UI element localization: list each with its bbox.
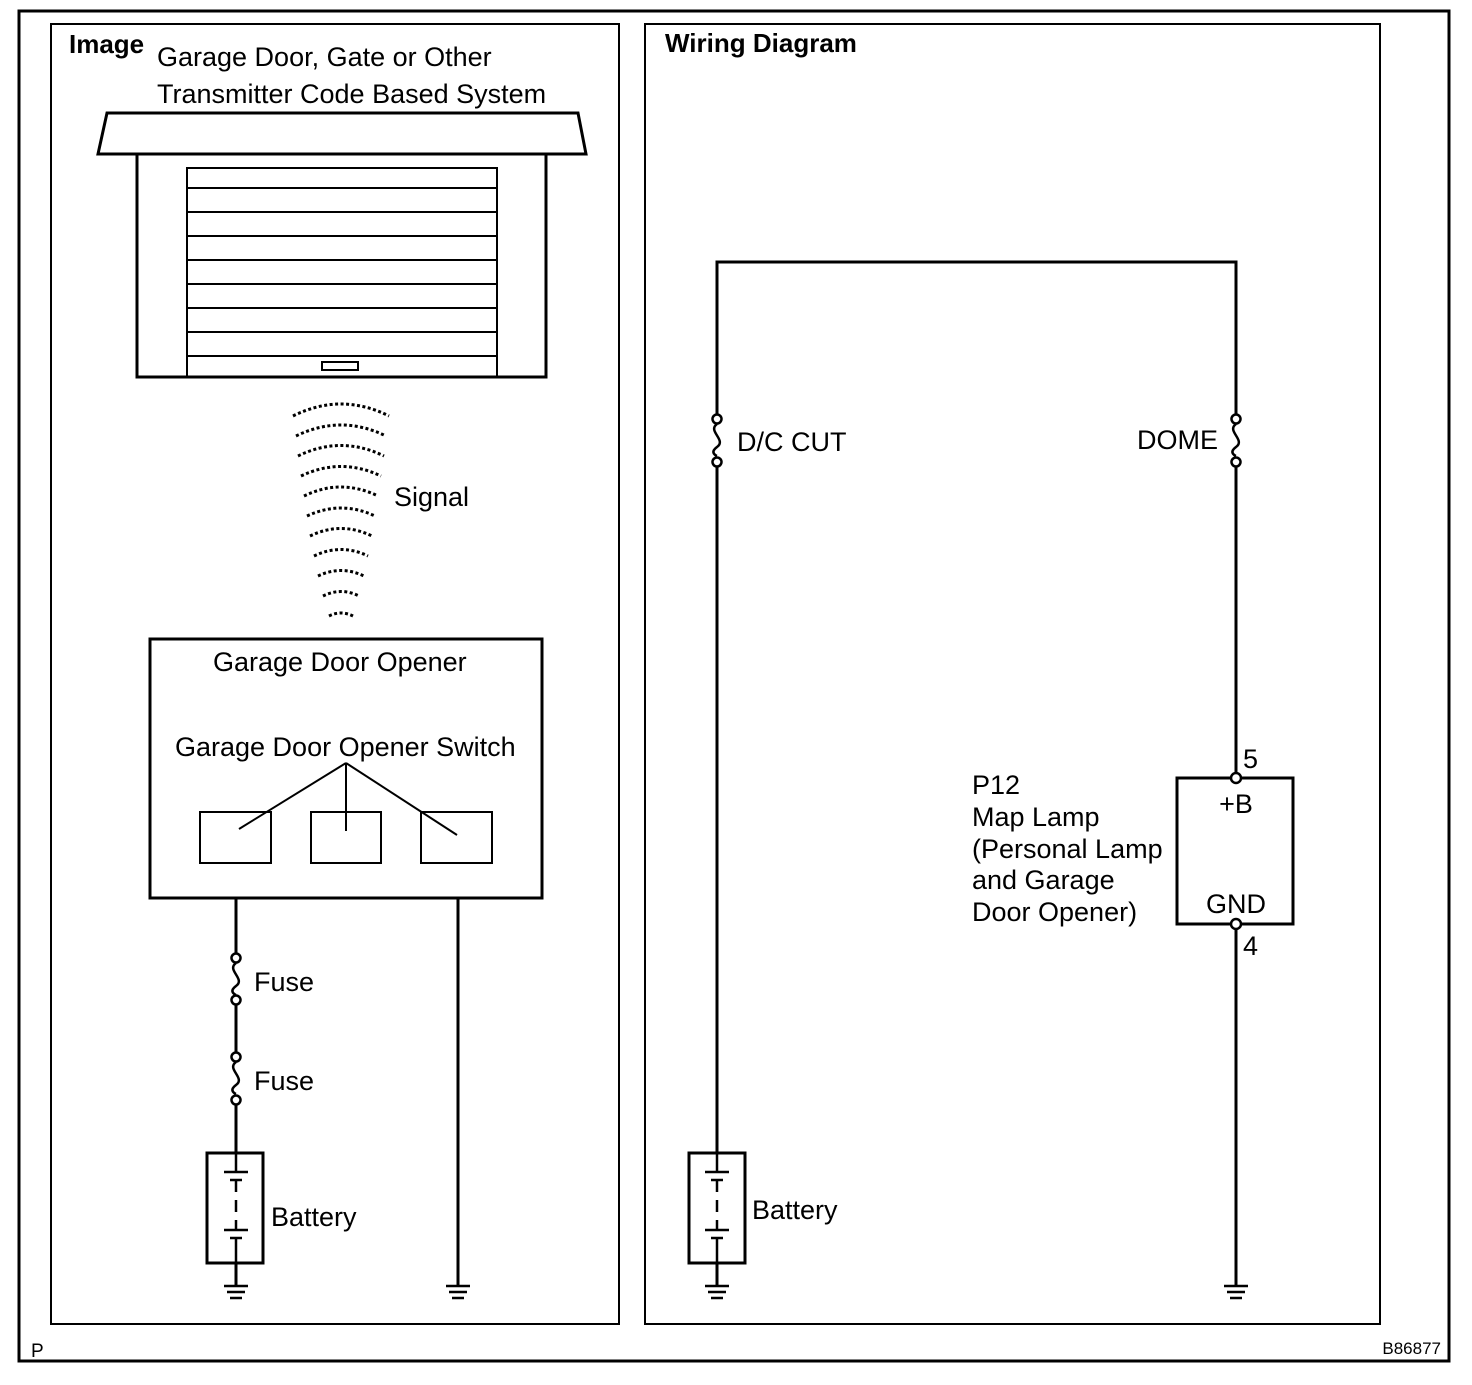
component-code: P12 — [972, 770, 1020, 800]
figure-id: B86877 — [1382, 1339, 1441, 1358]
component-name-line2: (Personal Lamp — [972, 834, 1163, 864]
signal-label: Signal — [394, 482, 469, 512]
pin-top-name: +B — [1219, 789, 1253, 819]
image-panel: Image Garage Door, Gate or Other Transmi… — [50, 23, 620, 1325]
image-panel-border — [50, 23, 620, 1325]
fuse-1-label: Fuse — [254, 967, 314, 997]
wiring-panel-title: Wiring Diagram — [665, 28, 857, 58]
fuse-dome-icon — [1230, 413, 1242, 468]
garage-icon — [96, 111, 588, 379]
component-name-line1: Map Lamp — [972, 802, 1100, 832]
ground-icon — [224, 1284, 248, 1300]
wiring-battery-label: Battery — [752, 1195, 838, 1225]
opener-switch-button-3 — [420, 811, 493, 864]
fuse-2-icon — [230, 1051, 242, 1106]
fuse-dc-cut-icon — [711, 413, 723, 468]
ground-icon — [446, 1284, 470, 1300]
image-panel-title: Image — [69, 29, 144, 59]
pin-5-terminal — [1229, 771, 1243, 785]
system-title-line1: Garage Door, Gate or Other — [157, 42, 492, 72]
fuse-dome-label: DOME — [1137, 425, 1218, 455]
system-title-line2: Transmitter Code Based System — [157, 79, 546, 109]
battery-icon — [687, 1151, 747, 1265]
outer-frame — [17, 9, 1451, 1363]
wiring-panel-border — [644, 23, 1381, 1325]
pin-bottom-name: GND — [1206, 889, 1266, 919]
ground-icon — [705, 1284, 729, 1300]
opener-switch-button-1 — [199, 811, 272, 864]
fuse-1-icon — [230, 952, 242, 1006]
garage-door-opener-title: Garage Door Opener — [213, 647, 467, 677]
wiring-panel: Wiring Diagram D/C CUT Battery — [644, 23, 1381, 1325]
fuse-2-label: Fuse — [254, 1066, 314, 1096]
pin-4-terminal — [1229, 917, 1243, 931]
battery-label: Battery — [271, 1202, 357, 1232]
ground-icon — [1224, 1284, 1248, 1300]
garage-door-opener-box — [148, 637, 544, 900]
fuse-dc-cut-label: D/C CUT — [737, 427, 847, 457]
garage-door-opener-switch-label: Garage Door Opener Switch — [175, 732, 516, 762]
signal-waves-icon — [292, 402, 390, 618]
pin-bottom-number: 4 — [1243, 931, 1258, 961]
component-name-line3: and Garage — [972, 865, 1115, 895]
corner-code: P — [31, 1341, 44, 1362]
opener-switch-buttons — [199, 762, 493, 864]
pin-top-number: 5 — [1243, 744, 1258, 774]
battery-icon — [205, 1151, 265, 1265]
component-name-line4: Door Opener) — [972, 897, 1137, 927]
